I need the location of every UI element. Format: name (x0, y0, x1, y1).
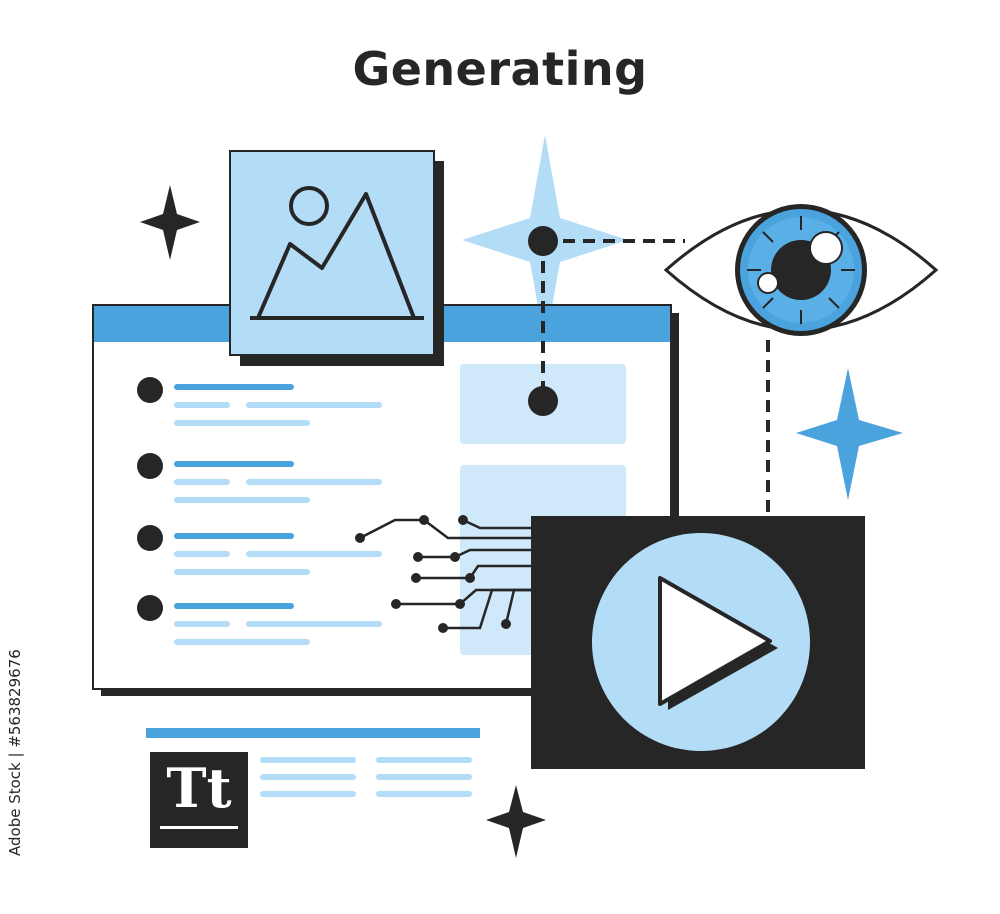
connector-lines (541, 239, 770, 516)
connector-node (528, 386, 558, 416)
typography-icon: Tt (166, 756, 232, 820)
eye-icon (663, 204, 939, 336)
video-player (531, 516, 865, 769)
list-item (137, 453, 382, 503)
page-title: Generating (352, 42, 648, 96)
list-item (137, 595, 382, 645)
text-block (146, 728, 480, 848)
watermark: Adobe Stock | #563829676 (6, 649, 24, 856)
list-item (137, 525, 382, 575)
sparkle-icon (796, 368, 903, 500)
list-item (137, 377, 382, 426)
play-icon (658, 576, 772, 706)
sparkle-icon (486, 785, 546, 858)
image-icon (229, 150, 444, 366)
sparkle-icon (140, 185, 200, 260)
circuit-icon (355, 515, 511, 633)
connector-node (528, 226, 558, 256)
